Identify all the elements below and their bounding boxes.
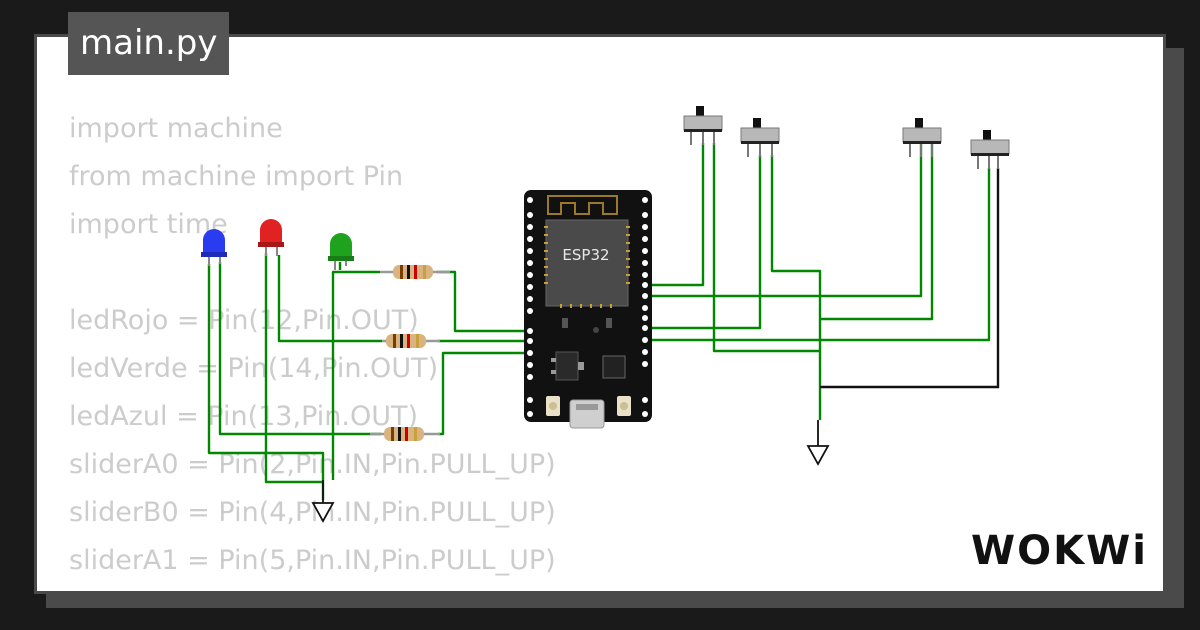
- led-green[interactable]: [328, 233, 354, 270]
- code-line: sliderA1 = Pin(5,Pin.IN,Pin.PULL_UP): [69, 545, 556, 576]
- code-line: import time: [69, 209, 228, 240]
- slide-switch-2[interactable]: [740, 118, 780, 157]
- wire-switch1-a: [645, 143, 705, 287]
- wokwi-logo: WOKWi: [971, 528, 1148, 574]
- slide-switch-1[interactable]: [683, 106, 723, 145]
- esp32-board[interactable]: ESP32: [524, 190, 652, 429]
- resistor-top[interactable]: [380, 265, 450, 279]
- wire-switch3-a: [645, 143, 923, 298]
- led-blue[interactable]: [201, 229, 227, 266]
- wire-red-led-cathode: [264, 253, 323, 484]
- wire-blue-led-cathode: [207, 264, 325, 500]
- code-line: sliderB0 = Pin(4,Pin.IN,Pin.PULL_UP): [69, 497, 556, 528]
- ground-symbol-left: [311, 480, 335, 523]
- wire-switch4-a: [645, 168, 991, 342]
- wire-switch1-b: [712, 143, 820, 353]
- wire-pin14-resistor-bot: [438, 351, 528, 436]
- wire-red-led-resistor: [277, 255, 382, 343]
- ground-symbol-right: [806, 420, 830, 466]
- wire-switch2-b: [770, 155, 822, 420]
- esp32-left-pins: [527, 197, 533, 417]
- slide-switch-3[interactable]: [902, 118, 942, 157]
- wire-switch4-black: [820, 168, 1000, 389]
- esp32-label: ESP32: [562, 246, 609, 264]
- code-line: from machine import Pin: [69, 161, 404, 192]
- wire-green-led-resistor: [331, 270, 380, 480]
- wire-pin13-resistor-top: [437, 270, 528, 333]
- resistor-middle[interactable]: [382, 334, 440, 348]
- file-title-tab: main.py: [68, 12, 230, 75]
- code-line: ledAzul = Pin(13,Pin.OUT): [69, 401, 418, 432]
- led-red[interactable]: [258, 219, 284, 256]
- wire-switch2-a: [645, 155, 762, 330]
- code-line: import machine: [69, 113, 283, 144]
- esp32-right-pins: [642, 197, 648, 417]
- wire-switch3-b: [820, 143, 934, 321]
- code-line: ledRojo = Pin(12,Pin.OUT): [69, 305, 419, 336]
- wire-blue-led-resistor: [218, 262, 381, 436]
- resistor-bottom[interactable]: [370, 427, 440, 441]
- slide-switch-4[interactable]: [970, 130, 1010, 169]
